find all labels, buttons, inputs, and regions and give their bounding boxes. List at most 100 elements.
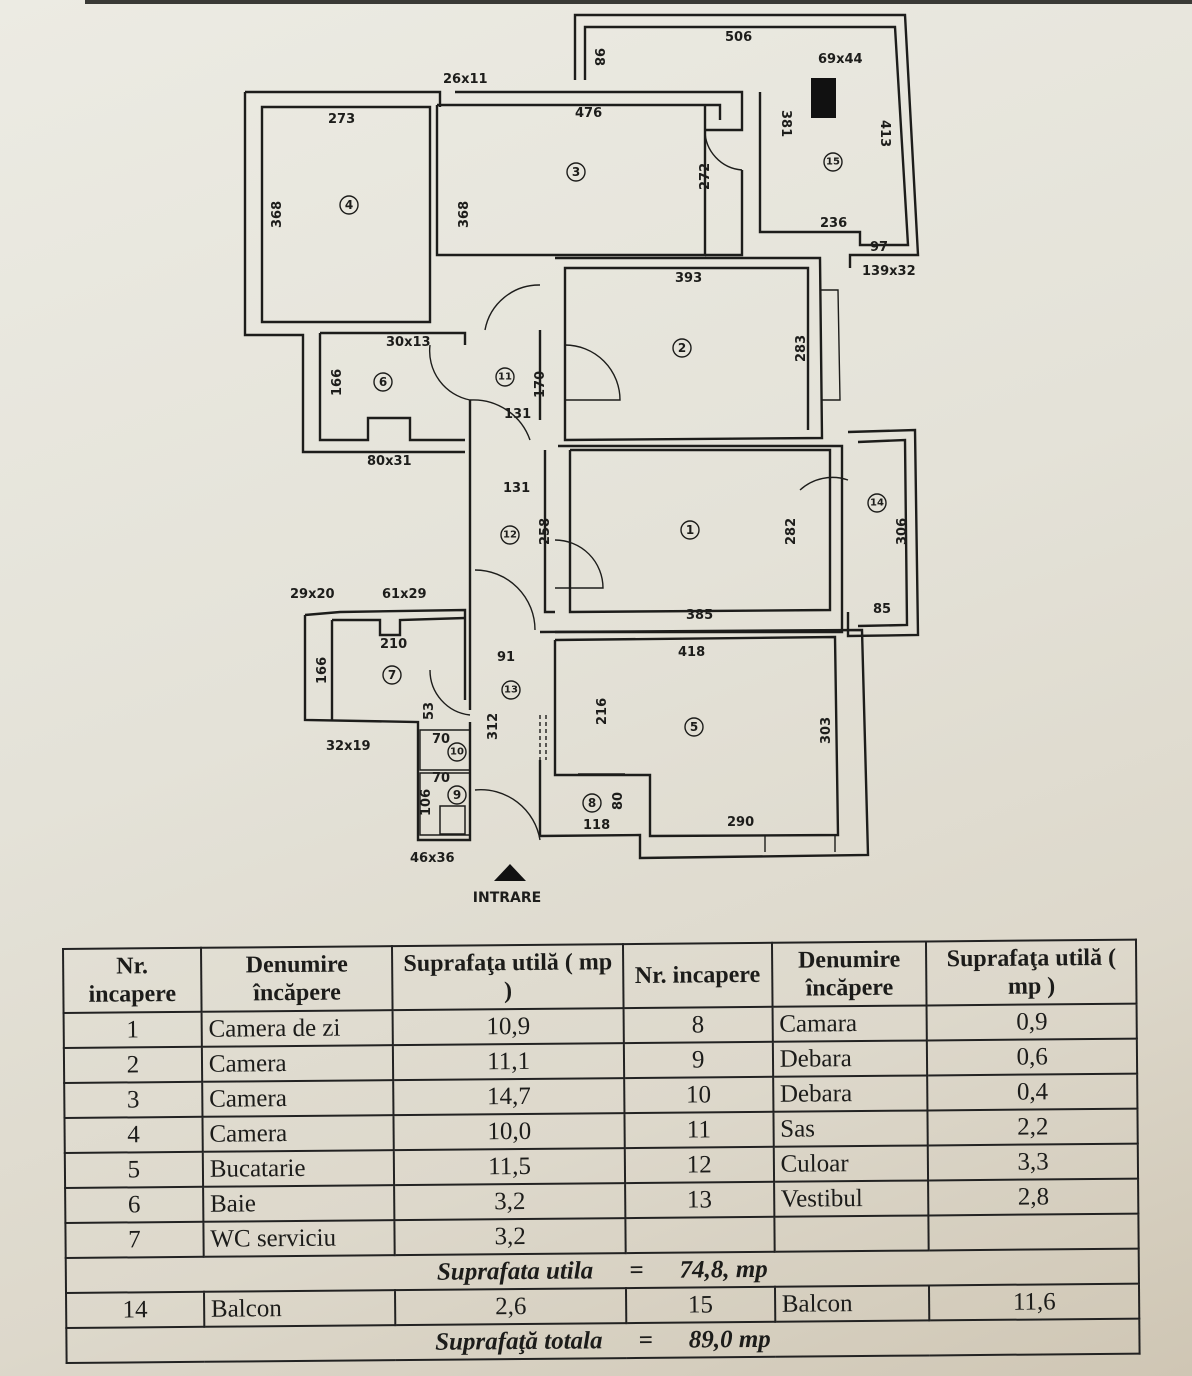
svg-text:3: 3: [572, 165, 580, 179]
room-name-cell: Debara: [772, 1075, 928, 1112]
room-number: 2: [672, 338, 692, 358]
svg-text:6: 6: [379, 375, 387, 389]
dim: 69x44: [818, 52, 863, 67]
table-header: Nr. incapere Denumire încăpere Suprafaţa…: [63, 939, 1137, 1013]
useful-area-label: Suprafata utila: [436, 1256, 594, 1286]
room-area-cell: [928, 1213, 1139, 1251]
dimension-labels: 506 98 69x44 26x11 273 476 368 368 272 3…: [270, 30, 916, 866]
svg-text:4: 4: [345, 198, 353, 212]
room-area-cell: 2,2: [927, 1108, 1138, 1146]
chimney-block: [811, 78, 836, 118]
room-number: 1: [680, 520, 700, 540]
room-number-cell: 3: [64, 1081, 203, 1118]
room-name-cell: Debara: [772, 1040, 928, 1077]
dim: 306: [895, 518, 910, 545]
dim: 46x36: [410, 851, 455, 866]
room-name-cell: Camera: [202, 1115, 395, 1152]
room-number: 14: [867, 493, 887, 513]
room-name-cell: Camera de zi: [201, 1010, 394, 1047]
room-name-cell: Balcon: [203, 1290, 396, 1327]
room-number-cell: 9: [623, 1041, 773, 1079]
header-cell: Suprafaţa utilă ( mp ): [392, 944, 624, 1011]
equals-sign: =: [629, 1256, 644, 1284]
room-name-cell: Culoar: [773, 1145, 929, 1182]
header-cell: Nr. incapere: [622, 942, 773, 1009]
room-number-cell: 13: [624, 1181, 774, 1219]
page-edge-line: [85, 0, 1192, 4]
room-name-cell: [773, 1215, 930, 1252]
room-number-cell: 11: [624, 1111, 774, 1149]
room-area-cell: 2,8: [928, 1178, 1139, 1216]
walls: [243, 13, 920, 860]
room-name-cell: WC serviciu: [203, 1220, 396, 1257]
room-area-cell: 3,3: [928, 1143, 1139, 1181]
dim: 91: [497, 650, 515, 665]
room-area-cell: 11,6: [929, 1283, 1140, 1321]
doors: [428, 129, 849, 841]
dim: 272: [698, 163, 713, 190]
room-name-cell: Camara: [772, 1005, 928, 1042]
room-number-cell: 5: [64, 1151, 203, 1188]
dim: 131: [504, 407, 531, 422]
dim: 210: [380, 637, 407, 652]
dim: 139x32: [862, 264, 916, 279]
room-number-cell: 8: [623, 1006, 773, 1044]
svg-text:13: 13: [504, 685, 518, 696]
room-number: 13: [501, 680, 521, 700]
dim: 393: [675, 271, 702, 286]
room-number: 11: [495, 367, 515, 387]
floor-plan: 1 2 3 4 5 6 7 8 9 10 11 12 13 14 15 506 …: [243, 13, 920, 906]
dim: 283: [794, 335, 809, 362]
room-area-cell: 0,4: [927, 1073, 1138, 1111]
room-area-table: Nr. incapere Denumire încăpere Suprafaţa…: [62, 939, 1141, 1364]
header-cell: Suprafaţa utilă ( mp ): [926, 939, 1137, 1006]
header-cell: Denumire încăpere: [200, 946, 393, 1012]
room-number-cell: 10: [624, 1076, 774, 1114]
dim: 131: [503, 481, 530, 496]
room-area-cell: 10,9: [392, 1008, 624, 1046]
dim: 290: [727, 815, 754, 830]
dim: 29x20: [290, 587, 335, 602]
dim: 303: [819, 717, 834, 744]
dim: 273: [328, 112, 355, 127]
room-number: 8: [582, 793, 602, 813]
room-area-cell: 3,2: [394, 1218, 626, 1256]
room-number-cell: [625, 1216, 775, 1254]
room-number-cell: 6: [65, 1186, 204, 1223]
dim: 61x29: [382, 587, 427, 602]
svg-text:9: 9: [453, 788, 461, 802]
dim: 258: [538, 518, 553, 545]
svg-text:8: 8: [588, 796, 596, 810]
room-name-cell: Balcon: [774, 1285, 930, 1322]
room-number: 15: [823, 152, 843, 172]
room-name-cell: Baie: [202, 1185, 395, 1222]
total-area-label: Suprafaţă totala: [435, 1326, 603, 1356]
room-number-cell: 7: [65, 1221, 204, 1258]
room-name-cell: Camera: [201, 1080, 394, 1117]
room-number-cell: 15: [625, 1286, 775, 1324]
room-number-cell: 2: [63, 1046, 202, 1083]
svg-text:5: 5: [690, 720, 698, 734]
dim: 85: [873, 602, 891, 617]
dim: 368: [457, 201, 472, 228]
dim: 312: [486, 713, 501, 740]
dim: 53: [422, 702, 437, 720]
header-cell: Nr. incapere: [63, 947, 202, 1013]
dim: 98: [591, 48, 606, 66]
dim: 418: [678, 645, 705, 660]
svg-text:11: 11: [498, 372, 512, 383]
dim: 30x13: [386, 335, 431, 350]
header-cell: Denumire încăpere: [771, 941, 927, 1007]
dim: 476: [575, 106, 602, 121]
dim: 368: [270, 201, 285, 228]
room-name-cell: Bucatarie: [202, 1150, 395, 1187]
room-number: 3: [566, 162, 586, 182]
room-area-cell: 11,5: [394, 1148, 625, 1186]
svg-text:7: 7: [388, 668, 396, 682]
room-area-cell: 11,1: [393, 1043, 625, 1081]
room-number: 7: [382, 665, 402, 685]
svg-text:14: 14: [870, 498, 884, 509]
room-number: 6: [373, 372, 393, 392]
dim: 381: [778, 110, 793, 137]
equals-sign: =: [638, 1326, 653, 1354]
